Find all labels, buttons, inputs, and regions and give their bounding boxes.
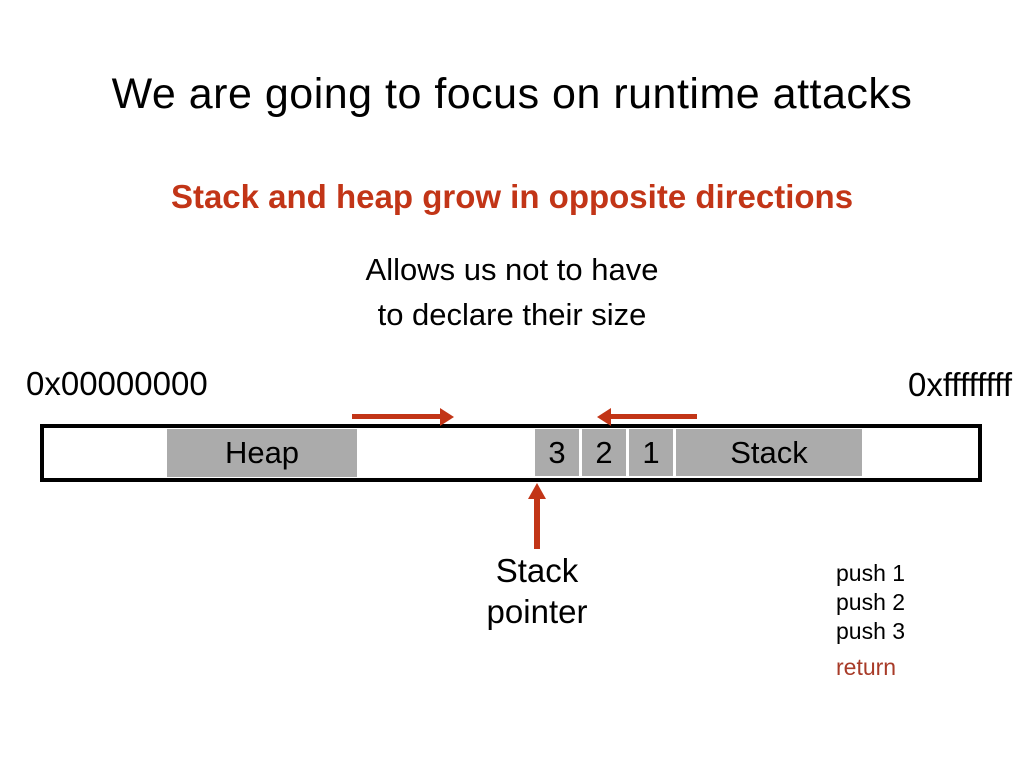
heap-growth-arrow (352, 414, 440, 419)
op-push-2: push 2 (836, 589, 906, 615)
stack-growth-arrowhead-icon (597, 408, 611, 426)
low-address-label: 0x00000000 (26, 365, 208, 402)
note-line-2: to declare their size (377, 297, 647, 332)
op-push-1: push 1 (836, 560, 906, 586)
high-address-label: 0xffffffff (908, 366, 1013, 403)
stack-cell-3: 3 (535, 429, 579, 476)
stack-pointer-label-line-1: Stack (495, 552, 579, 589)
stack-pointer-arrow (534, 498, 540, 549)
heap-region: Heap (167, 429, 357, 477)
note-text: Allows us not to have to declare their s… (0, 247, 1024, 337)
heap-label: Heap (224, 435, 300, 470)
stack-region: Stack (676, 429, 862, 476)
slide-title: We are going to focus on runtime attacks (111, 70, 913, 118)
stack-pointer-label: Stack pointer (427, 550, 647, 632)
stack-pointer-arrowhead-icon (528, 483, 546, 499)
subtitle: Stack and heap grow in opposite directio… (170, 178, 854, 215)
memory-bar: Heap 3 2 1 Stack (40, 424, 982, 482)
heap-growth-arrowhead-icon (440, 408, 454, 426)
op-push-3: push 3 (836, 618, 906, 644)
operations-list: push 1 push 2 push 3 return (836, 559, 905, 682)
stack-label: Stack (730, 434, 808, 470)
stack-growth-arrow (611, 414, 697, 419)
stack-cell-2: 2 (582, 429, 626, 476)
op-return: return (836, 654, 897, 680)
note-line-1: Allows us not to have (365, 252, 659, 287)
stack-cell-1: 1 (629, 429, 673, 476)
stack-pointer-label-line-2: pointer (486, 593, 588, 630)
